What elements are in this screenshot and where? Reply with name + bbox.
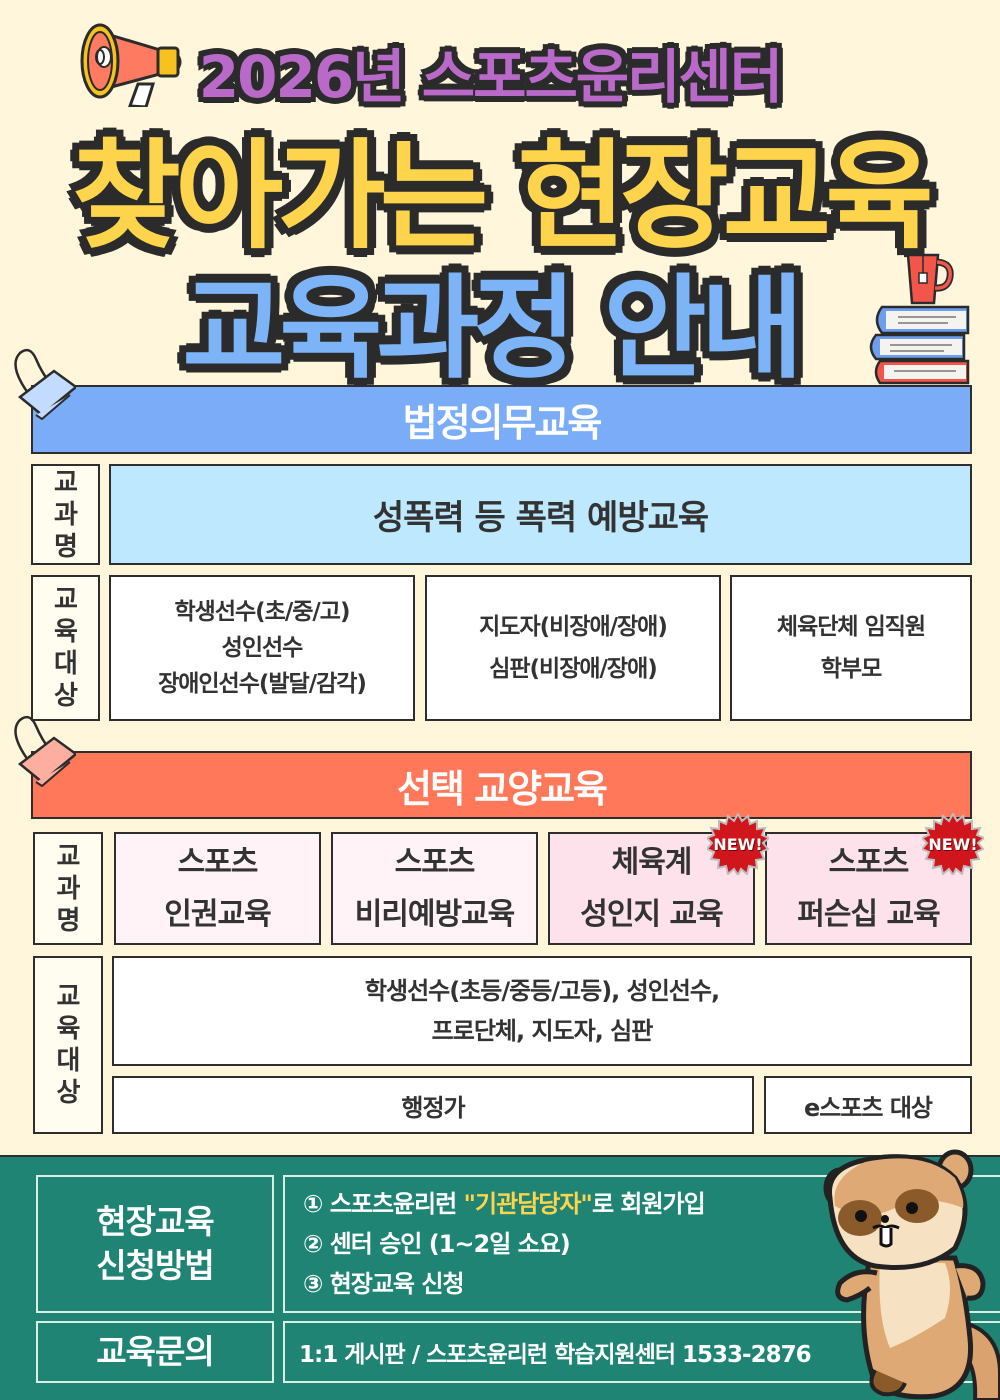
- label-char: 육: [54, 617, 78, 647]
- mandatory-target-athletes: 학생선수(초/중/고) 성인선수 장애인선수(발달/감각): [109, 575, 415, 721]
- inquiry-heading: 교육문의: [36, 1321, 274, 1383]
- target-line: 심판(비장애/장애): [489, 656, 658, 682]
- label-char: 교: [54, 585, 78, 615]
- label-char: 명: [54, 531, 78, 562]
- elective-target-esports: e스포츠 대상: [764, 1076, 972, 1134]
- course-line1: 스포츠: [828, 844, 910, 880]
- header-year-org: 2026년 스포츠윤리센터: [198, 43, 784, 111]
- label-char: 교: [56, 982, 81, 1012]
- target-line: 학부모: [820, 656, 882, 682]
- elective-target-main: 학생선수(초등/중등/고등), 성인선수, 프로단체, 지도자, 심판: [112, 956, 972, 1066]
- header-title-main: 찾아가는 현장교육: [72, 127, 934, 265]
- heading-line: 현장교육: [96, 1202, 214, 1241]
- course-line1: 체육계: [611, 844, 693, 880]
- target-line: 프로단체, 지도자, 심판: [431, 1017, 654, 1045]
- course-gender-sensitivity: 체육계 성인지 교육: [548, 832, 755, 945]
- label-char: 대: [54, 649, 78, 679]
- new-badge: NEW!: [707, 813, 769, 875]
- target-line: 학생선수(초등/중등/고등), 성인선수,: [364, 977, 720, 1005]
- step-1: ① 스포츠윤리런 "기관담당자"로 회원가입: [303, 1184, 706, 1224]
- step-number: ②: [303, 1230, 323, 1258]
- inquiry-contact: 1:1 게시판 / 스포츠윤리런 학습지원센터 1533-2876: [283, 1321, 1000, 1383]
- header-title-sub: 교육과정 안내: [182, 264, 803, 394]
- course-sports-human-rights: 스포츠 인권교육: [114, 832, 321, 945]
- step-text: 현장교육 신청: [329, 1270, 465, 1298]
- label-char: 대: [56, 1046, 81, 1076]
- label-char: 교: [54, 467, 78, 498]
- mandatory-banner: 법정의무교육: [31, 385, 972, 454]
- label-char: 상: [56, 1078, 81, 1108]
- binder-clip-icon: [6, 345, 79, 421]
- course-line1: 스포츠: [177, 844, 259, 880]
- label-char: 과: [54, 499, 78, 530]
- target-line: 학생선수(초/중/고): [174, 599, 351, 625]
- target-line: 지도자(비장애/장애): [479, 614, 668, 640]
- elective-banner: 선택 교양교육: [31, 751, 972, 819]
- step-3: ③ 현장교육 신청: [303, 1264, 465, 1304]
- books-with-mug-icon: [868, 245, 973, 385]
- mandatory-target-staff: 체육단체 임직원 학부모: [730, 575, 972, 721]
- step-highlight: "기관담당자": [463, 1190, 593, 1218]
- label-char: 과: [56, 873, 81, 904]
- new-badge-label: NEW!: [713, 834, 763, 854]
- course-line2: 비리예방교육: [354, 896, 516, 932]
- raccoon-mascot-icon: [815, 1148, 1000, 1400]
- course-line2: 성인지 교육: [580, 896, 723, 932]
- apply-method-steps: ① 스포츠윤리런 "기관담당자"로 회원가입 ② 센터 승인 (1~2일 소요)…: [283, 1175, 1000, 1313]
- new-badge: NEW!: [922, 813, 984, 875]
- elective-target-admin: 행정가: [112, 1076, 754, 1134]
- label-char: 명: [56, 905, 81, 936]
- course-sports-corruption-prevention: 스포츠 비리예방교육: [331, 832, 538, 945]
- step-text: 센터 승인 (1~2일 소요): [329, 1230, 571, 1258]
- mandatory-course-label: 교 과 명: [31, 464, 100, 565]
- course-line1: 스포츠: [394, 844, 476, 880]
- megaphone-icon: [78, 12, 188, 109]
- step-text: 스포츠윤리런: [329, 1190, 464, 1218]
- elective-course-label: 교 과 명: [33, 832, 103, 945]
- course-line2: 퍼슨십 교육: [797, 896, 940, 932]
- label-char: 상: [54, 681, 78, 711]
- mandatory-target-coaches: 지도자(비장애/장애) 심판(비장애/장애): [425, 575, 721, 721]
- target-line: 성인선수: [221, 635, 304, 661]
- mandatory-course-name: 성폭력 등 폭력 예방교육: [109, 464, 972, 565]
- apply-method-heading: 현장교육 신청방법: [36, 1175, 274, 1313]
- elective-target-label: 교 육 대 상: [33, 956, 103, 1134]
- step-number: ③: [303, 1270, 323, 1298]
- label-char: 교: [56, 841, 81, 872]
- course-line2: 인권교육: [164, 896, 271, 932]
- heading-line: 신청방법: [96, 1246, 214, 1285]
- target-line: 체육단체 임직원: [776, 614, 926, 640]
- new-badge-label: NEW!: [928, 834, 978, 854]
- step-2: ② 센터 승인 (1~2일 소요): [303, 1224, 571, 1264]
- target-line: 장애인선수(발달/감각): [158, 671, 367, 697]
- step-text: 로 회원가입: [591, 1190, 706, 1218]
- mandatory-target-label: 교 육 대 상: [31, 575, 100, 721]
- label-char: 육: [56, 1014, 81, 1044]
- binder-clip-icon: [6, 712, 79, 788]
- step-number: ①: [303, 1190, 323, 1218]
